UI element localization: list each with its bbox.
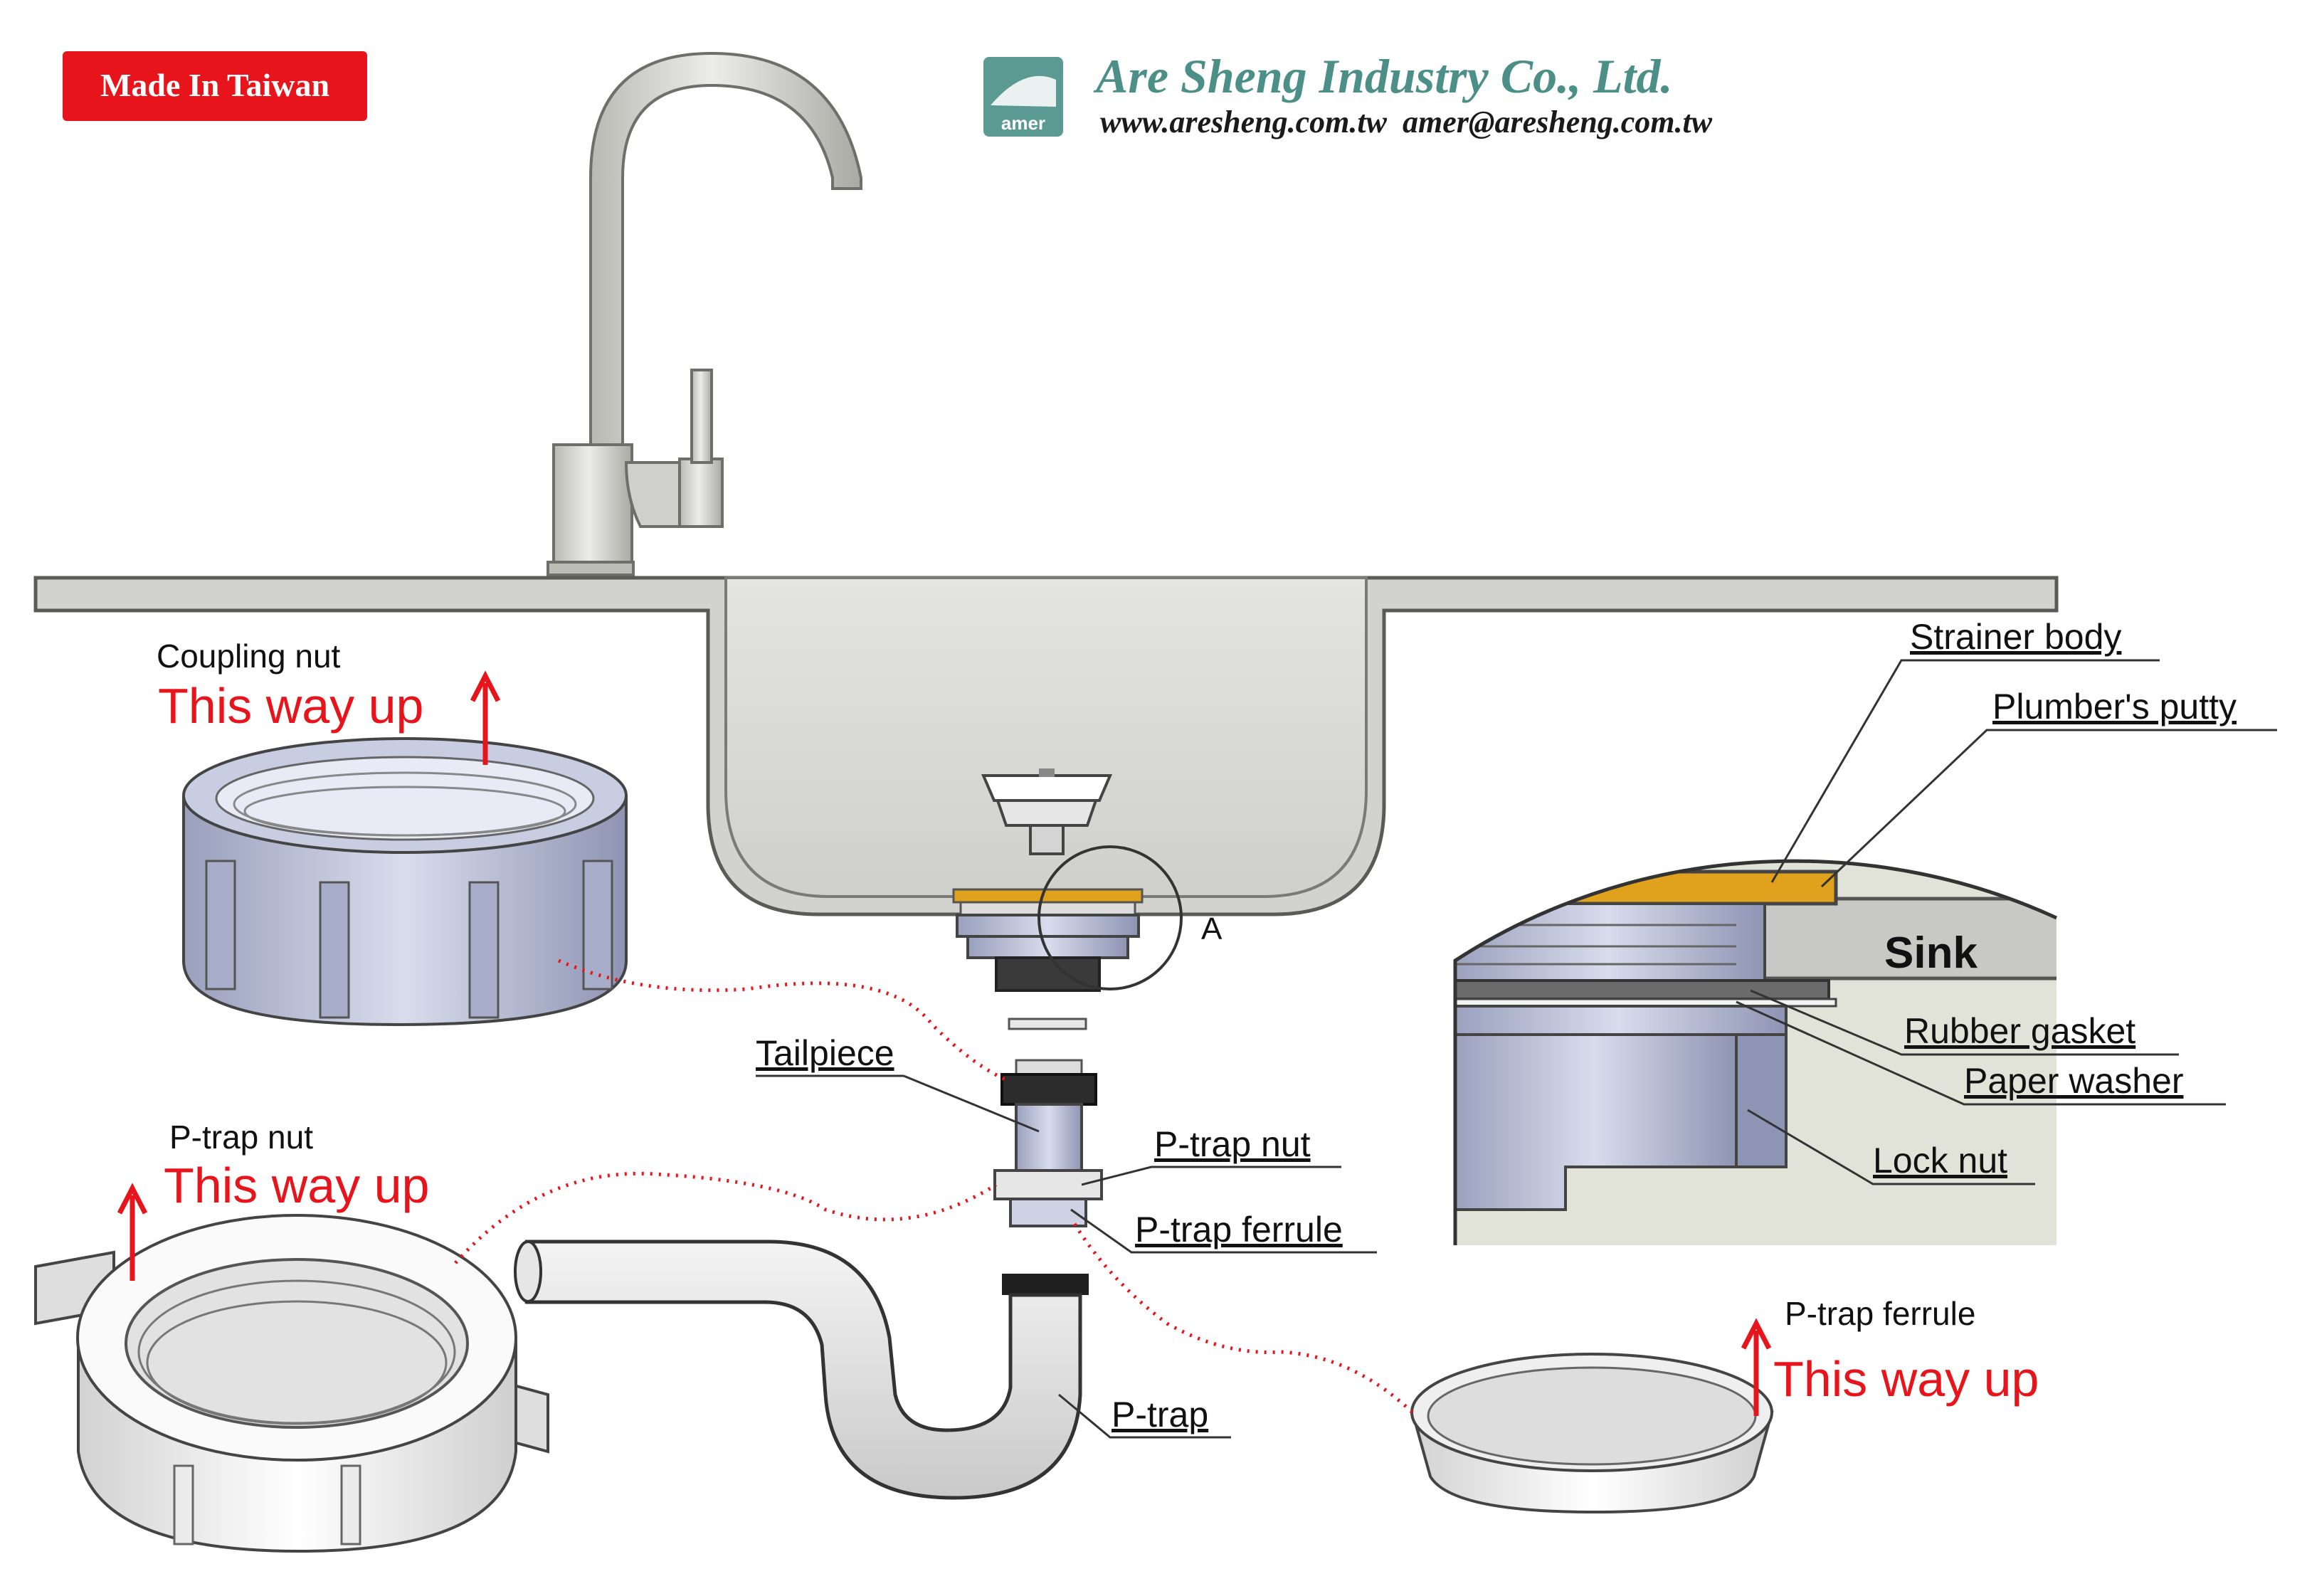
- center-leader-lines: [756, 1074, 1377, 1439]
- tailpiece-label: Tailpiece: [756, 1033, 894, 1073]
- p-trap-ferrule-part: [1410, 1353, 1774, 1514]
- detail-leader-lines: [1736, 659, 2277, 1185]
- p-trap-ferrule-label: P-trap ferrule: [1135, 1210, 1343, 1249]
- made-in-taiwan-badge: Made In Taiwan: [63, 51, 367, 121]
- strainer-basket: [981, 768, 1113, 855]
- p-trap-nut-up-arrow-icon: [117, 1183, 148, 1281]
- dotted-connectors: [454, 958, 1414, 1414]
- coupling-nut-label: Coupling nut: [157, 638, 341, 675]
- p-trap-nut-title: P-trap nut: [169, 1119, 313, 1156]
- coupling-up-arrow-icon: [470, 670, 501, 765]
- badge-text: Made In Taiwan: [100, 67, 329, 103]
- p-trap-nut-part: [34, 1214, 549, 1553]
- tailpiece-stack: [993, 1018, 1103, 1227]
- logo-text: amer: [1001, 112, 1045, 134]
- p-trap-nut-this-way-up: This way up: [164, 1158, 429, 1213]
- faucet: [547, 51, 862, 576]
- lock-nut-label: Lock nut: [1873, 1141, 2007, 1180]
- coupling-nut-part: [182, 737, 628, 1027]
- p-trap-ferrule-this-way-up: This way up: [1773, 1351, 2039, 1407]
- p-trap-pipe: [514, 1240, 1089, 1500]
- strainer-body-label: Strainer body: [1910, 617, 2121, 657]
- p-trap-ferrule-up-arrow-icon: [1741, 1318, 1772, 1416]
- plumbers-putty-label: Plumber's putty: [1992, 687, 2237, 726]
- detail-callout-a: A: [1038, 845, 1223, 990]
- p-trap-ferrule-title: P-trap ferrule: [1785, 1295, 1975, 1332]
- paper-washer-label: Paper washer: [1964, 1061, 2184, 1101]
- countertop-sink: [33, 576, 2059, 916]
- p-trap-nut-label: P-trap nut: [1154, 1124, 1311, 1164]
- company-name: Are Sheng Industry Co., Ltd.: [1093, 49, 1673, 103]
- rubber-gasket-label: Rubber gasket: [1904, 1011, 2135, 1051]
- detail-mark: A: [1201, 911, 1223, 946]
- p-trap-label: P-trap: [1112, 1395, 1208, 1434]
- sink-label: Sink: [1884, 929, 1978, 978]
- coupling-nut-this-way-up: This way up: [158, 678, 423, 734]
- company-logo: amer: [983, 57, 1063, 137]
- strainer-body-assembly: [952, 888, 1144, 992]
- company-contact: www.aresheng.com.tw amer@aresheng.com.tw: [1100, 105, 1713, 139]
- detail-view-a: Sink: [1453, 859, 2058, 1245]
